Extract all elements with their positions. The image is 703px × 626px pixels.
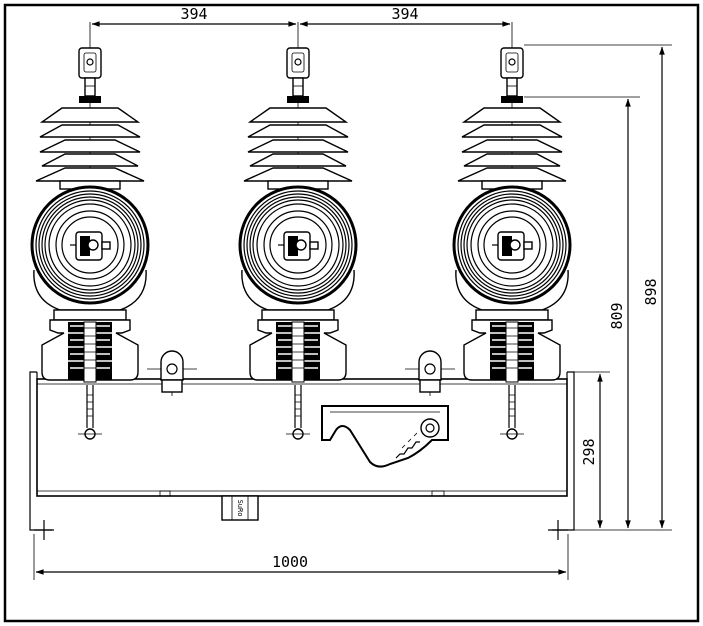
extension-lines <box>33 44 672 580</box>
svg-text:809: 809 <box>608 302 626 329</box>
dim-overall-width: 1000 <box>35 553 567 575</box>
dim-pole-spacing-right: 394 <box>299 5 511 27</box>
dim-pole-spacing-left: 394 <box>91 5 297 27</box>
dim-total-height: 898 <box>642 46 665 529</box>
svg-text:394: 394 <box>391 5 418 23</box>
dim-base-height: 298 <box>580 373 603 529</box>
drawing-border <box>3 3 700 623</box>
svg-text:394: 394 <box>180 5 207 23</box>
tank-body <box>29 371 575 540</box>
nameplate: SuRo <box>221 495 259 521</box>
svg-text:1000: 1000 <box>272 553 308 571</box>
operating-mechanism <box>321 405 449 468</box>
svg-text:SuRo: SuRo <box>236 500 244 517</box>
svg-text:298: 298 <box>580 438 598 465</box>
dim-terminal-height: 809 <box>608 98 631 529</box>
svg-text:898: 898 <box>642 278 660 305</box>
